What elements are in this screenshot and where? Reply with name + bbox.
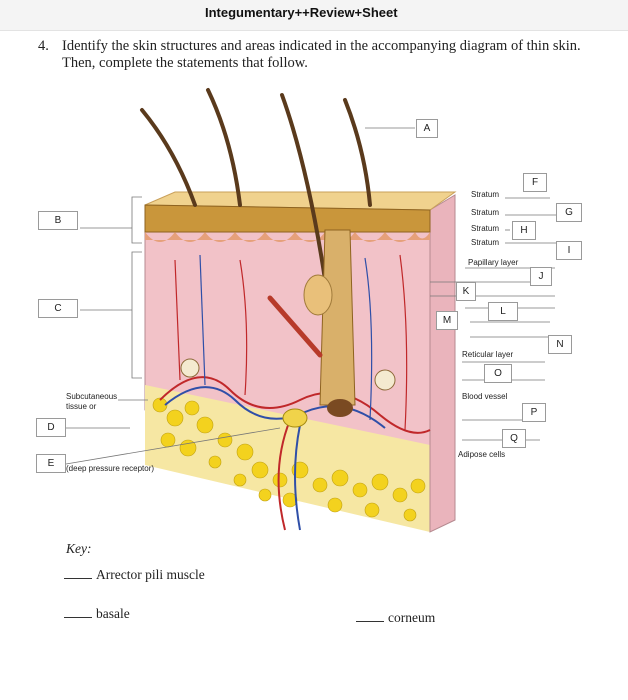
question-line-2: Then, complete the statements that follo…	[62, 55, 308, 71]
block-right-face	[429, 194, 456, 533]
answer-blank[interactable]	[64, 578, 92, 579]
label-box-e: E	[36, 454, 66, 473]
key-item-basale: basale	[64, 606, 130, 622]
sweat-gland	[180, 358, 200, 378]
label-box-a: A	[416, 119, 438, 138]
label-blood-vessel: Blood vessel	[462, 392, 508, 401]
label-box-i: I	[556, 241, 582, 260]
label-box-m: M	[436, 311, 458, 330]
hair-bulb	[327, 399, 353, 417]
label-box-g: G	[556, 203, 582, 222]
adipose-cells	[152, 397, 426, 522]
answer-blank[interactable]	[356, 621, 384, 622]
question-number: 4.	[38, 38, 49, 54]
blood-vessels	[159, 254, 431, 531]
document-titlebar: Integumentary++Review+Sheet	[0, 0, 628, 31]
label-box-d: D	[36, 418, 66, 437]
label-reticular-layer: Reticular layer	[462, 350, 514, 359]
label-box-o: O	[484, 364, 512, 383]
label-box-q: Q	[502, 429, 526, 448]
epidermis-front	[144, 204, 431, 233]
key-item-label: corneum	[388, 610, 436, 625]
papillary-layer	[145, 232, 430, 242]
left-brackets	[65, 196, 281, 465]
label-box-n: N	[548, 335, 572, 354]
label-stratum-4: Stratum	[471, 238, 500, 247]
hair-follicle	[319, 229, 356, 406]
key-item-corneum: corneum	[356, 610, 435, 626]
label-box-c: C	[38, 299, 78, 318]
label-adipose-cells: Adipose cells	[458, 450, 506, 459]
key-item-arrector-pili: Arrector pili muscle	[64, 567, 205, 583]
question-text: Identify the skin structures and areas i…	[62, 38, 622, 72]
label-box-l: L	[488, 302, 518, 321]
label-stratum-2: Stratum	[471, 208, 500, 217]
label-box-h: H	[512, 221, 536, 240]
key-item-label: Arrector pili muscle	[96, 567, 205, 582]
label-deep-pressure-receptor: (deep pressure receptor)	[66, 464, 155, 473]
label-stratum-1: Stratum	[471, 190, 500, 199]
label-stratum-3: Stratum	[471, 224, 500, 233]
label-box-p: P	[522, 403, 546, 422]
key-item-label: basale	[96, 606, 130, 621]
label-subcutaneous-1: Subcutaneous	[66, 392, 118, 401]
sweat-gland	[374, 369, 396, 391]
sebaceous-gland	[303, 274, 333, 316]
label-box-k: K	[456, 282, 476, 301]
label-box-b: B	[38, 211, 78, 230]
label-box-j: J	[530, 267, 552, 286]
key-title: Key:	[66, 541, 92, 556]
document-title: Integumentary++Review+Sheet	[205, 5, 398, 20]
lamellar-corpuscle	[282, 408, 308, 428]
label-papillary-layer: Papillary layer	[468, 258, 519, 267]
arrector-pili-muscle	[267, 295, 323, 358]
label-box-f: F	[523, 173, 547, 192]
answer-blank[interactable]	[64, 617, 92, 618]
question-line-1: Identify the skin structures and areas i…	[62, 38, 581, 54]
label-subcutaneous-2: tissue or	[66, 402, 97, 411]
